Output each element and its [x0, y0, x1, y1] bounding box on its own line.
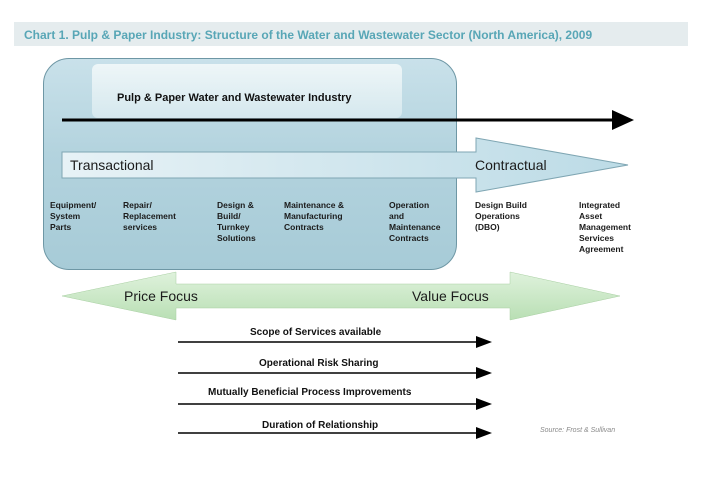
- dimension-arrow-head: [476, 427, 492, 439]
- stage-design-build: Design & Build/ Turnkey Solutions: [217, 200, 256, 243]
- dimension-label-risk: Operational Risk Sharing: [259, 358, 379, 369]
- source-note: Source: Frost & Sullivan: [540, 427, 616, 434]
- value-focus-label: Value Focus: [412, 288, 489, 304]
- stage-repair: Repair/ Replacement services: [123, 200, 176, 232]
- price-focus-label: Price Focus: [124, 288, 198, 304]
- stage-integrated-asset: Integrated Asset Management Services Agr…: [579, 200, 631, 254]
- industry-title: Pulp & Paper Water and Wastewater Indust…: [117, 92, 352, 104]
- stage-equipment: Equipment/ System Parts: [50, 200, 97, 232]
- dimension-arrow-head: [476, 367, 492, 379]
- contractual-label: Contractual: [475, 157, 547, 173]
- dimension-label-duration: Duration of Relationship: [262, 420, 379, 431]
- stage-operation: Operation and Maintenance Contracts: [389, 200, 441, 243]
- industry-title-highlight: [92, 64, 402, 118]
- focus-arrow: [61, 271, 621, 321]
- transaction-arrow: [61, 137, 629, 193]
- transactional-label: Transactional: [70, 157, 154, 173]
- dimension-arrow-head: [476, 398, 492, 410]
- chart-title: Chart 1. Pulp & Paper Industry: Structur…: [24, 28, 593, 42]
- industry-arrow-head: [612, 110, 634, 130]
- dimension-label-scope: Scope of Services available: [250, 327, 382, 338]
- title-bar: [14, 22, 688, 46]
- stage-dbo: Design Build Operations (DBO): [475, 200, 527, 232]
- stage-maintenance: Maintenance & Manufacturing Contracts: [284, 200, 344, 232]
- dimension-label-improvements: Mutually Beneficial Process Improvements: [208, 387, 412, 398]
- dimension-arrow-head: [476, 336, 492, 348]
